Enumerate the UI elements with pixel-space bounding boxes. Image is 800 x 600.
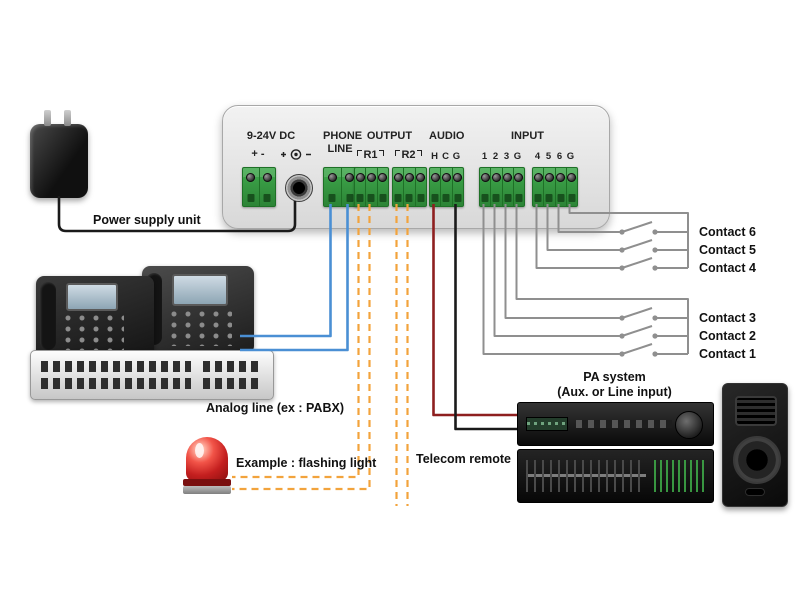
beacon-ring [183,479,231,486]
terminal-block-power [242,167,276,207]
contact-switch-6 [619,221,688,235]
dc-jack-icon [285,174,313,202]
beacon-highlight [195,443,204,458]
speaker-woofer [733,436,781,484]
phone-screen [172,274,228,306]
speaker-image [722,383,788,507]
contact-2-label: Contact 2 [699,329,756,343]
amplifier-buttons [576,420,672,428]
flashing-light-icon [186,437,228,481]
pa-equalizer-image [517,449,714,503]
contact-4-label: Contact 4 [699,261,756,275]
wire-audio-ground [454,204,517,431]
pa-amplifier-image [517,402,714,446]
contact-switch-4 [619,257,688,271]
contact-6-label: Contact 6 [699,225,756,239]
input-pin-labels-2: 4 5 6 G [534,151,575,162]
contact-1-label: Contact 1 [699,347,756,361]
audio-section-title: AUDIO [429,130,465,142]
beacon-base [183,486,231,494]
power-supply-label: Power supply unit [93,213,201,227]
contact-switch-1 [619,343,688,357]
pabx-unit-image [30,350,274,400]
plug-prong-icon [44,110,51,126]
contact-5-label: Contact 5 [699,243,756,257]
terminal-block-audio [429,167,464,207]
pabx-ports-row [41,378,191,389]
power-section-title: 9-24V DC [246,130,296,142]
power-adapter-image [30,110,88,198]
polarity-label: + - [251,148,265,160]
input-pin-labels-1: 1 2 3 G [481,151,522,162]
speaker-port [745,488,765,496]
analog-line-label: Analog line (ex : PABX) [206,401,344,415]
pabx-ports-row [203,378,261,389]
terminal-block-input-2 [532,167,578,207]
contact-switch-5 [619,239,688,253]
pabx-ports-row [41,361,191,372]
pa-system-label-1: PA system [583,370,646,384]
equalizer-leds [654,460,704,492]
telephone-image [142,266,254,354]
telecom-interface-unit: 9-24V DC + - PHONE LINE OUTPUT R1 R2 AUD… [222,105,610,229]
audio-pin-labels: H C G [431,151,461,162]
dc-polarity-icon [281,149,311,160]
amplifier-display [526,417,568,431]
plug-prong-icon [64,110,71,126]
contact-3-label: Contact 3 [699,311,756,325]
speaker-horn [735,396,777,426]
handset-icon [40,282,56,350]
telephone-image [36,276,154,358]
relay2-label: R2 [392,149,425,161]
volume-knob-icon [675,411,703,439]
telecom-remote-label: Telecom remote [416,452,511,466]
flashing-light-label: Example : flashing light [236,456,377,470]
contact-switch-3 [619,307,688,321]
phone-keypad [170,310,232,346]
equalizer-sliders [526,460,646,492]
relay1-label: R1 [354,149,387,161]
terminal-block-relay2 [392,167,427,207]
phone-keypad [64,314,124,350]
terminal-block-input-1 [479,167,525,207]
input-section-title: INPUT [511,130,544,142]
phone-section-title-2: LINE [327,143,353,155]
pa-system-label-2: (Aux. or Line input) [557,385,672,399]
wire-audio-signal [432,204,517,417]
phone-screen [66,283,118,311]
output-section-title: OUTPUT [366,130,413,142]
contact-switch-2 [619,325,688,339]
phone-section-title-1: PHONE [323,130,363,142]
terminal-block-relay1 [354,167,389,207]
pabx-ports-row [203,361,261,372]
